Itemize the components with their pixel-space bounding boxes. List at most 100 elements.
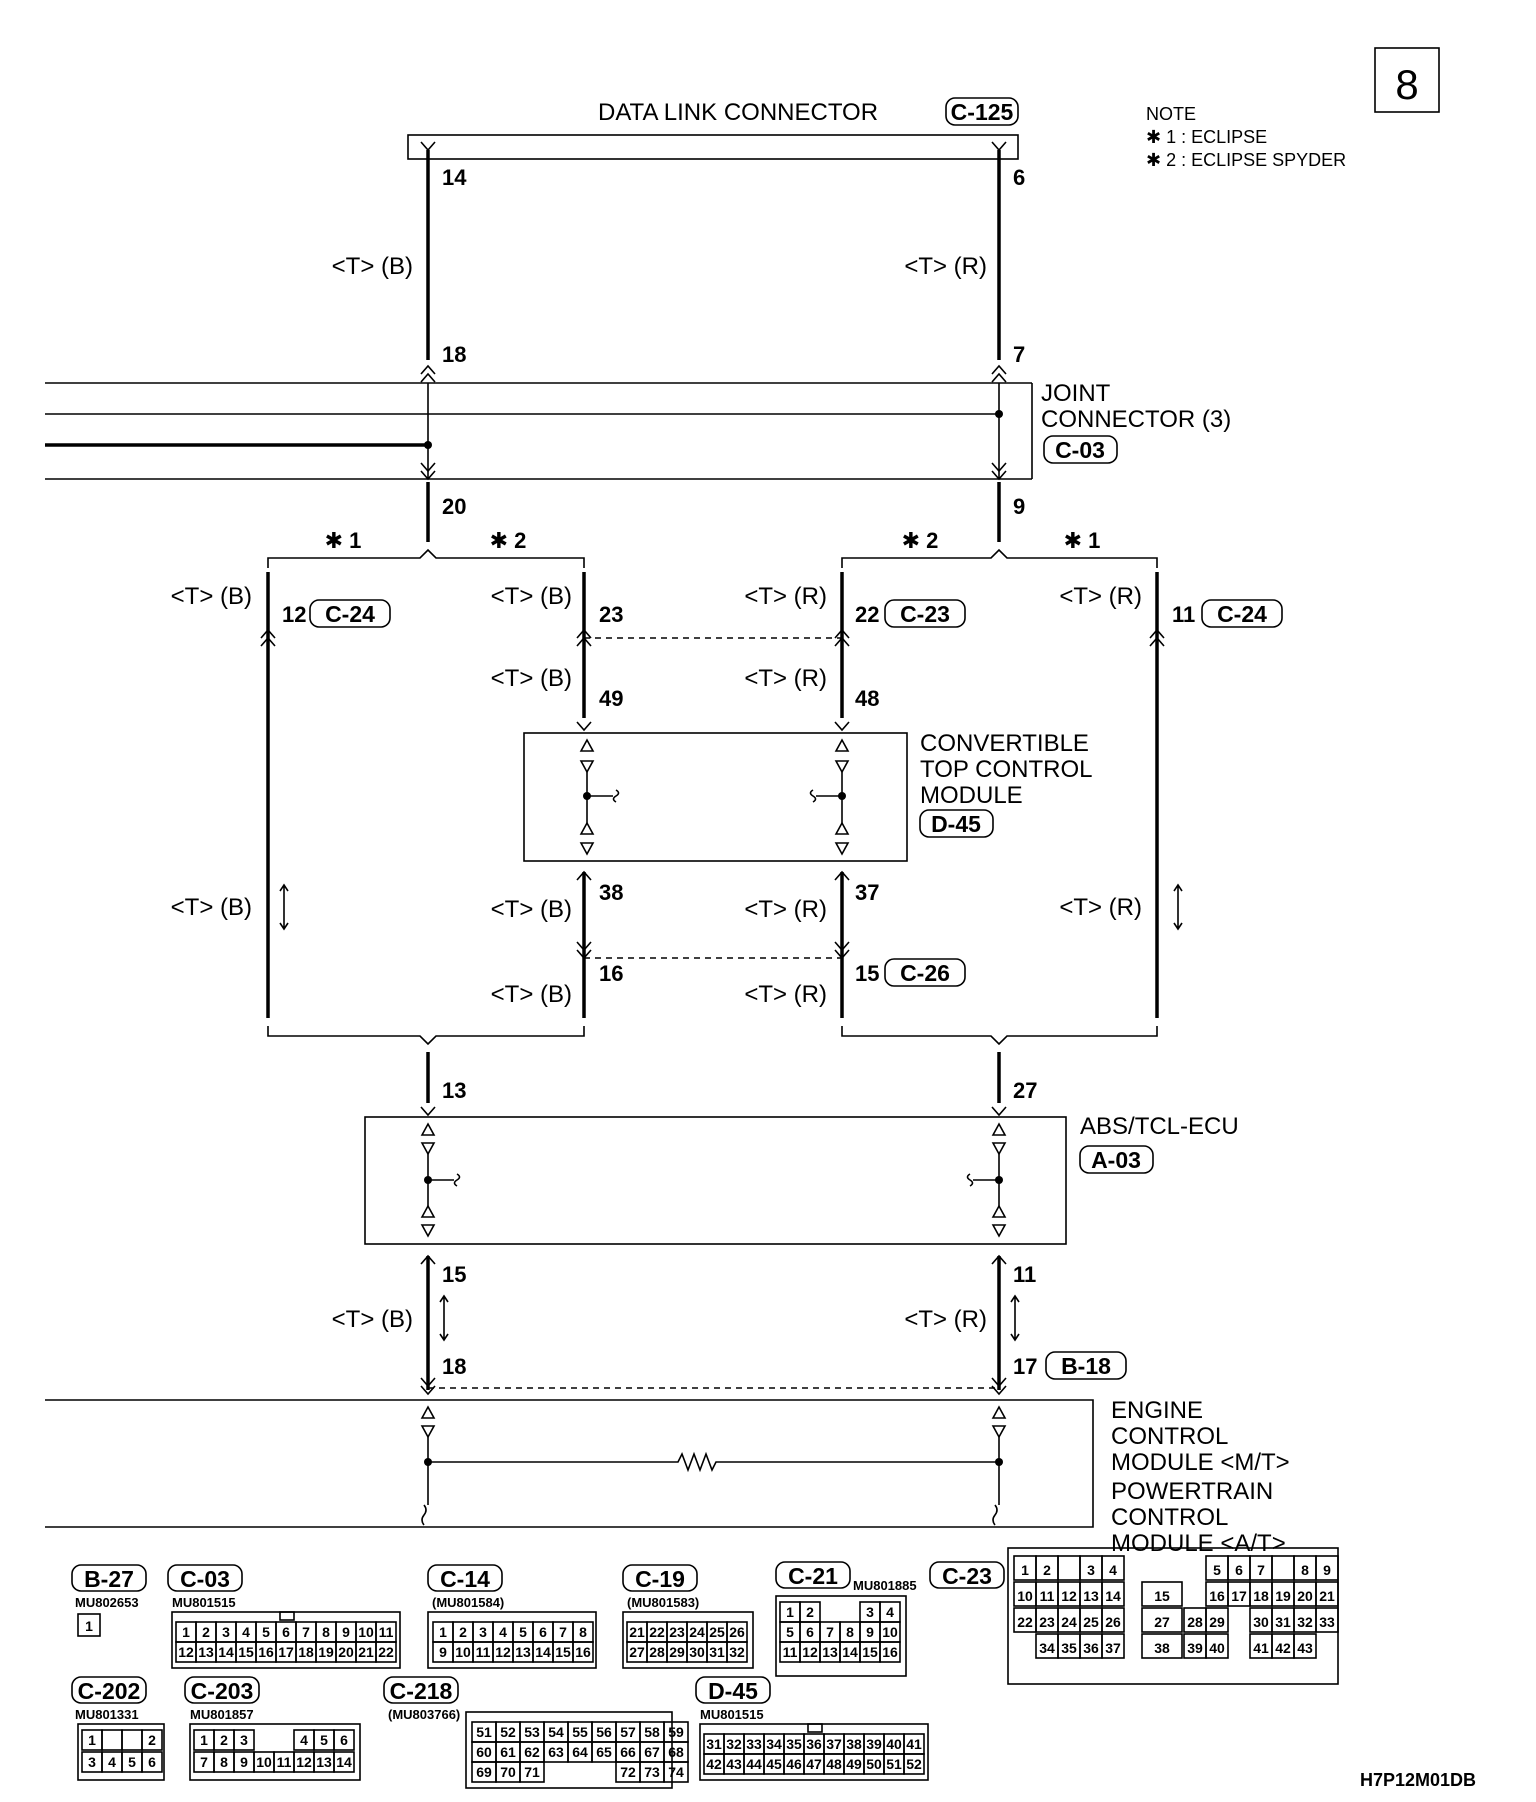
- dlc-code: C-125: [951, 99, 1014, 125]
- connector-view-cell: 11: [1040, 1588, 1055, 1604]
- connector-view-cell: 12: [1061, 1588, 1077, 1604]
- connector-view-cell: 24: [1061, 1614, 1077, 1630]
- connector-view-cell: 22: [378, 1644, 394, 1660]
- connector-view-cell: 46: [786, 1756, 802, 1772]
- connector-view-cell: [375, 1641, 397, 1663]
- connector-view-cell: 1: [200, 1732, 208, 1748]
- connector-view-cell: 19: [1275, 1588, 1291, 1604]
- connector-view-cell: 55: [572, 1724, 588, 1740]
- connector-view-cell: 31: [709, 1644, 725, 1660]
- connector-view-cell: 5: [786, 1624, 794, 1640]
- view-code-c03: C-03: [180, 1566, 230, 1592]
- connector-view-cell: 74: [668, 1764, 684, 1780]
- connector-view-cell: 32: [729, 1644, 745, 1660]
- connector-view-cell: 12: [802, 1644, 818, 1660]
- connector-view-cell: [726, 1641, 748, 1663]
- connector-view-cell: 21: [1319, 1588, 1335, 1604]
- connector-view-cell: 15: [1154, 1588, 1170, 1604]
- connector-view-cell: 68: [668, 1744, 684, 1760]
- data-link-connector: [407, 134, 1019, 160]
- wire-label-dlc-r: <T> (R): [904, 253, 987, 280]
- connector-view-cell: 2: [459, 1624, 467, 1640]
- view-part-c14: (MU801584): [432, 1595, 504, 1610]
- pin-ecm-left: 18: [442, 1354, 466, 1379]
- connector-view-cell: 12: [178, 1644, 194, 1660]
- connector-view-cell: [77, 1723, 165, 1781]
- view-part-c218: (MU803766): [388, 1707, 460, 1722]
- connector-view-cell: [1141, 1581, 1183, 1607]
- joint-line2: CONNECTOR (3): [1041, 406, 1231, 433]
- connector-view-cell: 10: [1017, 1588, 1033, 1604]
- connector-view-cell: 18: [298, 1644, 314, 1660]
- connector-view-cell: 38: [1154, 1640, 1170, 1656]
- wire-label-abs-b: <T> (B): [332, 1306, 413, 1333]
- wire-label-c26-r: <T> (R): [744, 981, 827, 1008]
- pin-ctcm-in-right: 48: [855, 686, 879, 711]
- connector-view-cell: 1: [182, 1624, 190, 1640]
- connector-view-cell: 66: [620, 1744, 636, 1760]
- connector-view-cell: 27: [629, 1644, 645, 1660]
- connector-view-cell: 39: [1187, 1640, 1203, 1656]
- connector-view-cell: 36: [806, 1736, 822, 1752]
- page-number: 8: [1395, 61, 1418, 108]
- connector-view-cell: [1315, 1607, 1339, 1633]
- connector-view-cell: 25: [1083, 1614, 1099, 1630]
- connector-view-cell: 9: [342, 1624, 350, 1640]
- connector-view-cell: [1205, 1633, 1229, 1659]
- connector-view-cell: [427, 1611, 597, 1669]
- wire-label-c23-b: <T> (B): [491, 583, 572, 610]
- connector-view-cell: 50: [866, 1756, 882, 1772]
- connector-view-cell: 1: [85, 1618, 93, 1634]
- connector-view-cell: 1: [1021, 1562, 1029, 1578]
- connector-view-cell: 4: [886, 1604, 894, 1620]
- connector-view-cell: 43: [726, 1756, 742, 1772]
- connector-view-cell: [1141, 1607, 1183, 1633]
- connector-view-cell: 42: [1275, 1640, 1291, 1656]
- connector-view-cell: 4: [300, 1732, 308, 1748]
- wire-label-c24-r: <T> (R): [1059, 583, 1142, 610]
- connector-view-cell: 6: [282, 1624, 290, 1640]
- connector-view-cell: 51: [476, 1724, 492, 1740]
- ecm-line2: CONTROL: [1111, 1423, 1228, 1450]
- view-code-c21: C-21: [788, 1563, 838, 1589]
- connector-view-cell: 38: [846, 1736, 862, 1752]
- pin-joint-in-right: 7: [1013, 342, 1025, 367]
- connector-view-cell: 18: [1253, 1588, 1269, 1604]
- connector-view-cell: 7: [302, 1624, 310, 1640]
- connector-view-cell: 28: [649, 1644, 665, 1660]
- connector-view-cell: 13: [198, 1644, 214, 1660]
- pin-joint-in-left: 18: [442, 342, 466, 367]
- connector-view-cell: 56: [596, 1724, 612, 1740]
- connector-view-cell: [333, 1751, 355, 1773]
- connector-view-cell: [121, 1729, 143, 1751]
- connector-view-cell: 40: [886, 1736, 902, 1752]
- connector-view-cell: 7: [200, 1754, 208, 1770]
- connector-view-cell: [1101, 1581, 1125, 1607]
- connector-view-cell: 6: [148, 1754, 156, 1770]
- connector-view-cell: 69: [476, 1764, 492, 1780]
- ecm-line4: POWERTRAIN: [1111, 1478, 1273, 1505]
- connector-view-cell: 1: [88, 1732, 96, 1748]
- note-title: NOTE: [1146, 104, 1196, 124]
- pin-ctcm-in-left: 49: [599, 686, 623, 711]
- connector-view-cell: 9: [439, 1644, 447, 1660]
- connector-view-cell: 20: [1297, 1588, 1313, 1604]
- connector-view-cell: 7: [1257, 1562, 1265, 1578]
- connector-view-cell: 59: [668, 1724, 684, 1740]
- connector-view-cell: 27: [1154, 1614, 1170, 1630]
- view-part-c03: MU801515: [172, 1595, 236, 1610]
- connector-view-cell: 36: [1083, 1640, 1099, 1656]
- connector-view-cell: 3: [222, 1624, 230, 1640]
- connector-view-cell: 8: [1301, 1562, 1309, 1578]
- note-star1: ✱ 1 : ECLIPSE: [1146, 127, 1267, 147]
- connector-view-cell: 16: [1209, 1588, 1225, 1604]
- connector-view-cell: 58: [644, 1724, 660, 1740]
- connector-view-cell: 12: [495, 1644, 511, 1660]
- connector-view-cell: 6: [1235, 1562, 1243, 1578]
- connector-view-cell: 48: [826, 1756, 842, 1772]
- wire-label-eclipse-b: <T> (B): [171, 894, 252, 921]
- connector-view-cell: 35: [1061, 1640, 1077, 1656]
- wire-label-ctcm-in-b: <T> (B): [491, 665, 572, 692]
- connector-view-cell: 22: [1017, 1614, 1033, 1630]
